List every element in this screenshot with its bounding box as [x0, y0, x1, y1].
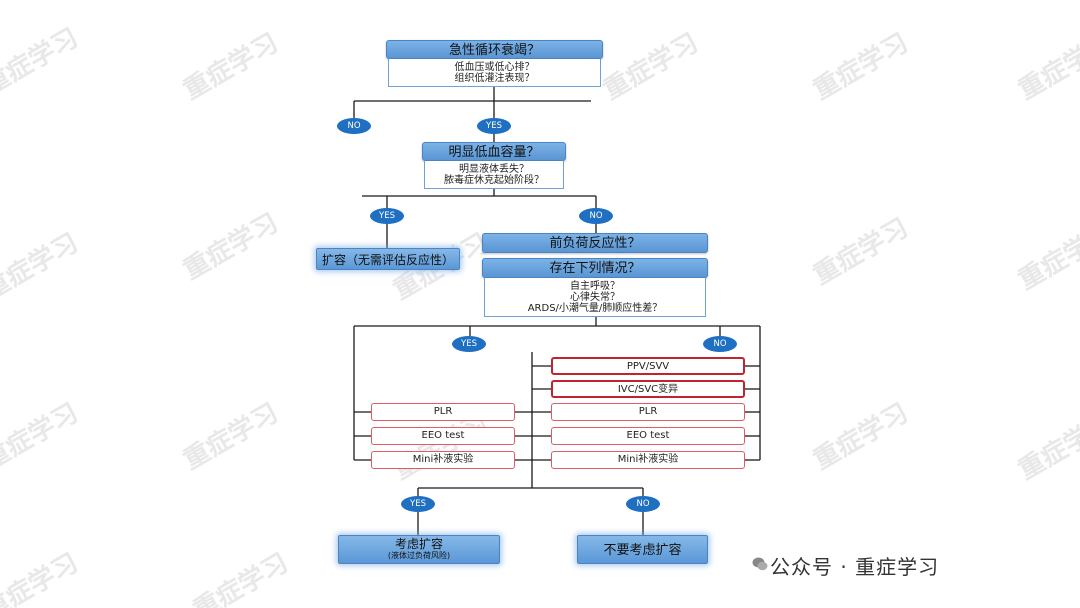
- wechat-icon: [752, 557, 768, 571]
- outcome-no-title: 不要考虑扩容: [603, 543, 682, 558]
- q3-header: 前负荷反应性？: [482, 233, 708, 253]
- q2-detail: 明显液体丢失？ 脓毒症休克起始阶段？: [424, 161, 564, 189]
- no-test-eeo: EEO test: [551, 427, 745, 445]
- no-pill: NO: [703, 336, 737, 352]
- q4-detail: 自主呼吸？ 心律失常？ ARDS/小潮气量/肺顺应性差？: [484, 278, 706, 317]
- no-pill: NO: [579, 208, 613, 224]
- q4-line: ARDS/小潮气量/肺顺应性差？: [527, 303, 663, 314]
- q2-header: 明显低血容量？: [422, 142, 566, 161]
- q1-detail: 低血压或低心排？ 组织低灌注表现？: [388, 59, 601, 87]
- no-pill: NO: [626, 496, 660, 512]
- q1-header: 急性循环衰竭？: [386, 40, 603, 59]
- expand-no-eval-label: 扩容（无需评估反应性）: [321, 253, 454, 267]
- q4-header: 存在下列情况？: [482, 258, 708, 278]
- outcome-yes-note: (液体过负荷风险): [387, 551, 451, 560]
- q1-line: 低血压或低心排？: [454, 62, 535, 73]
- outcome-yes-title: 考虑扩容: [394, 537, 443, 551]
- q4-line: 心律失常？: [570, 292, 620, 303]
- q4-title: 存在下列情况？: [549, 261, 641, 276]
- outcome-no-box: 不要考虑扩容: [577, 535, 708, 564]
- q4-line: 自主呼吸？: [570, 281, 620, 292]
- no-test-ppv-svv: PPV/SVV: [551, 357, 745, 375]
- q1-title: 急性循环衰竭？: [448, 43, 540, 58]
- yes-pill: YES: [477, 118, 511, 134]
- outcome-yes-box: 考虑扩容 (液体过负荷风险): [338, 535, 500, 564]
- no-test-mini-fluid: Mini补液实验: [551, 451, 745, 469]
- footer-account: 公众号 · 重症学习: [770, 555, 940, 579]
- q2-line: 明显液体丢失？: [459, 164, 529, 175]
- q2-title: 明显低血容量？: [448, 145, 540, 160]
- yes-test-plr: PLR: [371, 403, 515, 421]
- q3-title: 前负荷反应性？: [549, 236, 641, 251]
- yes-pill: YES: [401, 496, 435, 512]
- expand-no-eval-box: 扩容（无需评估反应性）: [316, 248, 460, 270]
- no-test-plr: PLR: [551, 403, 745, 421]
- q1-line: 组织低灌注表现？: [454, 73, 535, 84]
- yes-test-eeo: EEO test: [371, 427, 515, 445]
- q2-line: 脓毒症休克起始阶段？: [444, 175, 544, 186]
- yes-pill: YES: [370, 208, 404, 224]
- no-pill: NO: [337, 118, 371, 134]
- yes-test-mini-fluid: Mini补液实验: [371, 451, 515, 469]
- yes-pill: YES: [452, 336, 486, 352]
- no-test-ivc-svc: IVC/SVC变异: [551, 380, 745, 398]
